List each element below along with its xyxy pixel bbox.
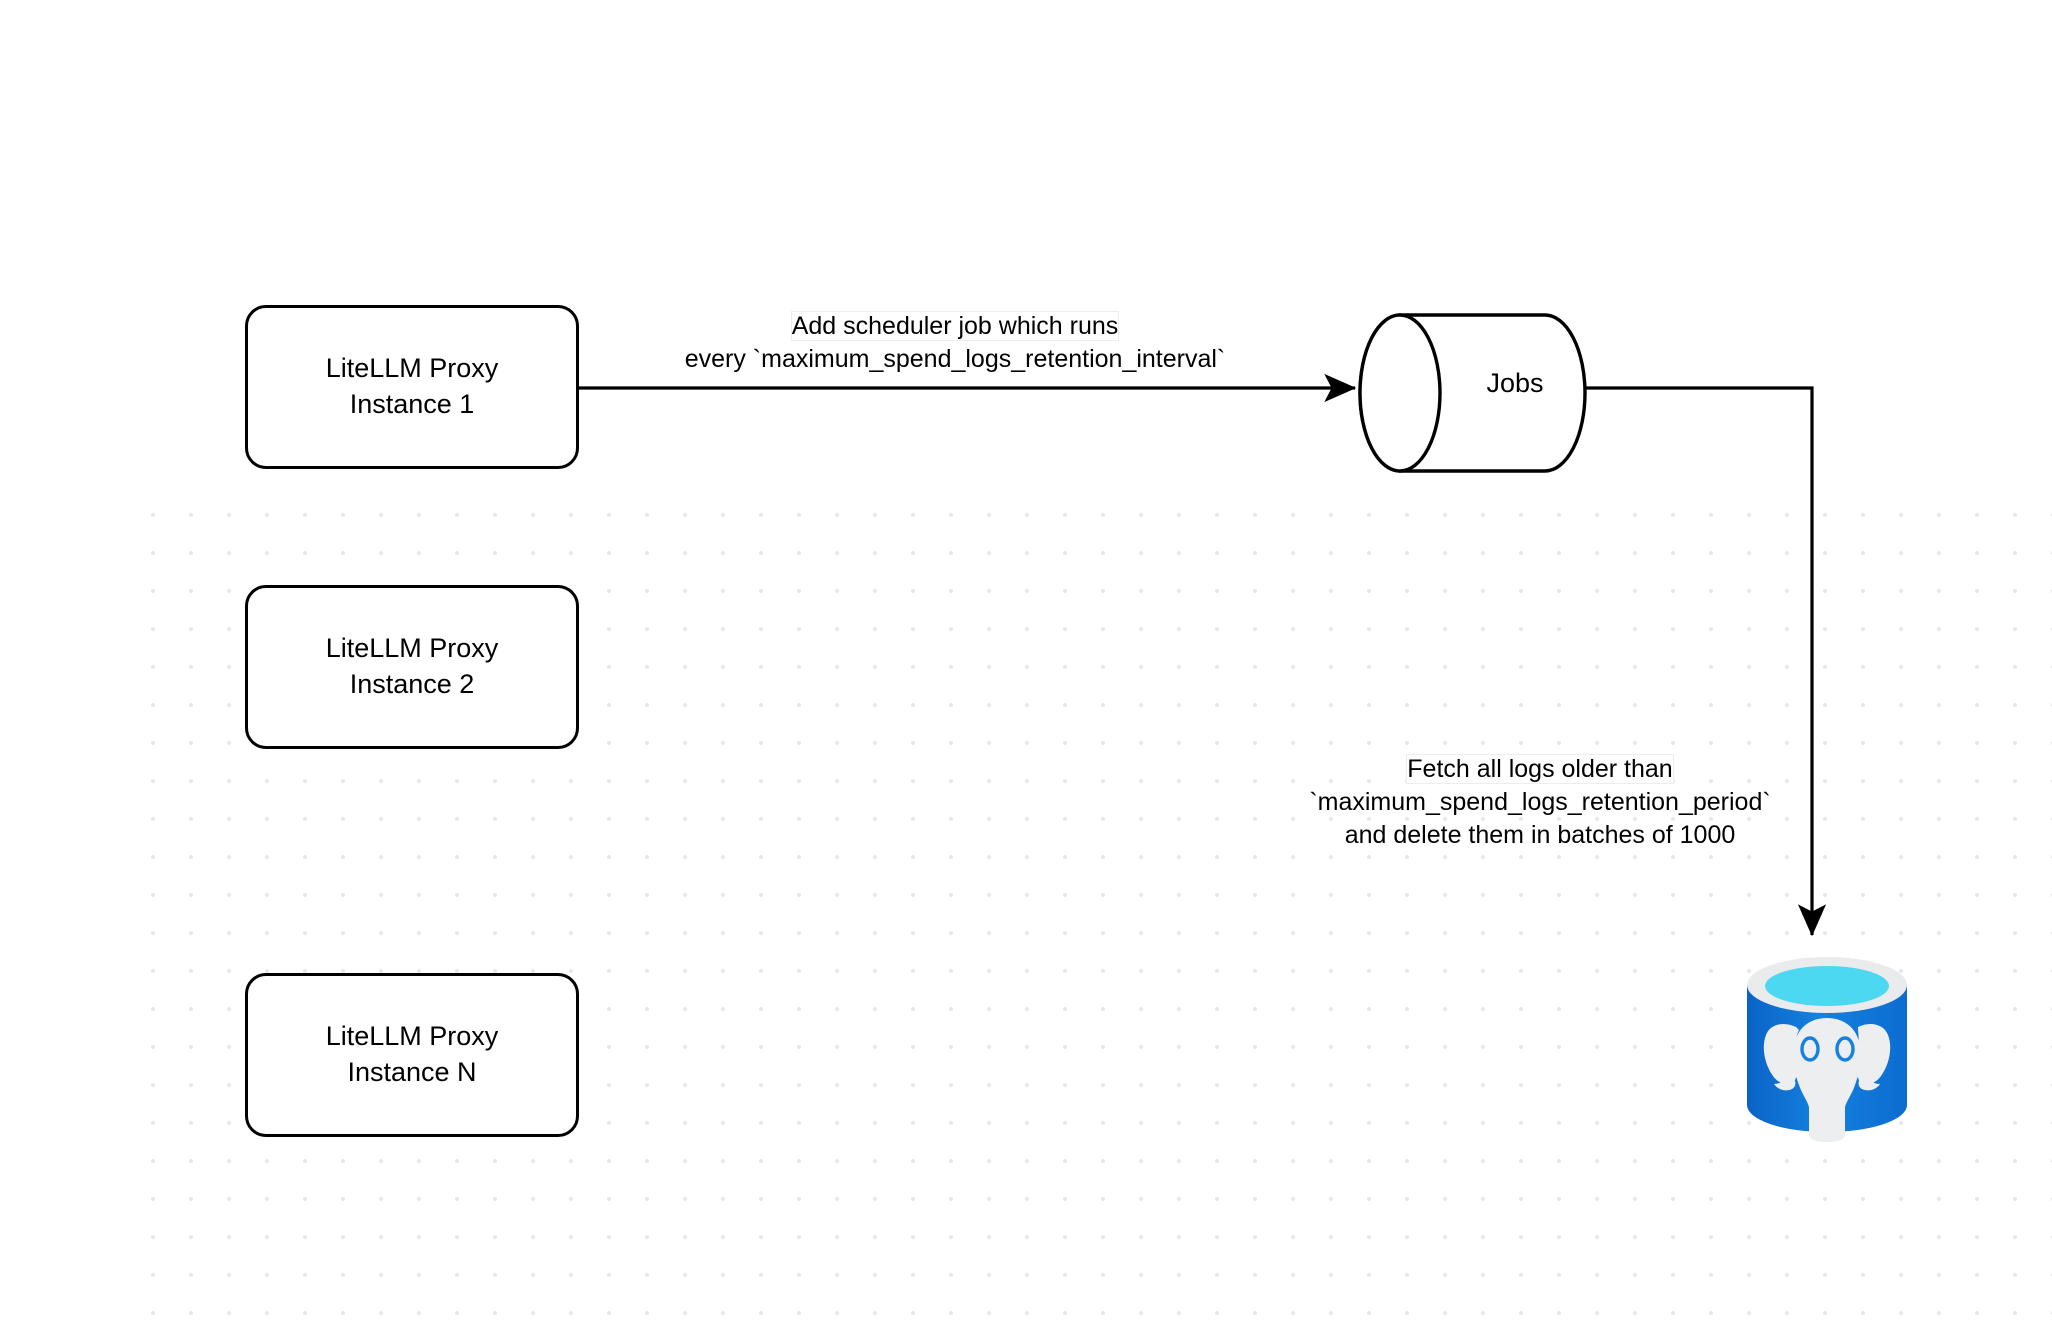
node-litellm-proxy-instance-1[interactable]: LiteLLM Proxy Instance 1	[245, 305, 579, 469]
node-label-line2: Instance 2	[349, 669, 475, 699]
edge-label-add-scheduler-job: Add scheduler job which runs every `maxi…	[610, 310, 1300, 376]
node-label-line1: LiteLLM Proxy	[325, 633, 499, 664]
node-litellm-proxy-instance-n[interactable]: LiteLLM Proxy Instance N	[245, 973, 579, 1137]
edge-label-fetch-and-delete-logs: Fetch all logs older than `maximum_spend…	[1255, 753, 1825, 852]
node-label-jobs: Jobs	[1486, 368, 1544, 398]
connector-jobs-postgres	[1585, 386, 1827, 937]
elephant-glyph	[1763, 1018, 1891, 1142]
elephant-eyes	[1800, 1036, 1855, 1062]
jobs-cylinder-shape[interactable]	[1358, 313, 1587, 473]
edge-label-line1: Fetch all logs older than	[1406, 754, 1674, 784]
node-litellm-proxy-instance-2[interactable]: LiteLLM Proxy Instance 2	[245, 585, 579, 749]
node-label-line2: Instance 1	[349, 389, 475, 419]
node-label-line1: LiteLLM Proxy	[325, 353, 499, 384]
postgres-database-icon[interactable]	[1747, 957, 1907, 1142]
edge-label-line1: Add scheduler job which runs	[790, 311, 1120, 341]
node-label-line2: Instance N	[347, 1057, 477, 1087]
edge-label-line2: `maximum_spend_logs_retention_period`	[1309, 788, 1771, 816]
node-label-line1: LiteLLM Proxy	[325, 1021, 499, 1052]
edge-label-line2: every `maximum_spend_logs_retention_inte…	[684, 345, 1226, 373]
edge-label-line3: and delete them in batches of 1000	[1344, 821, 1736, 849]
